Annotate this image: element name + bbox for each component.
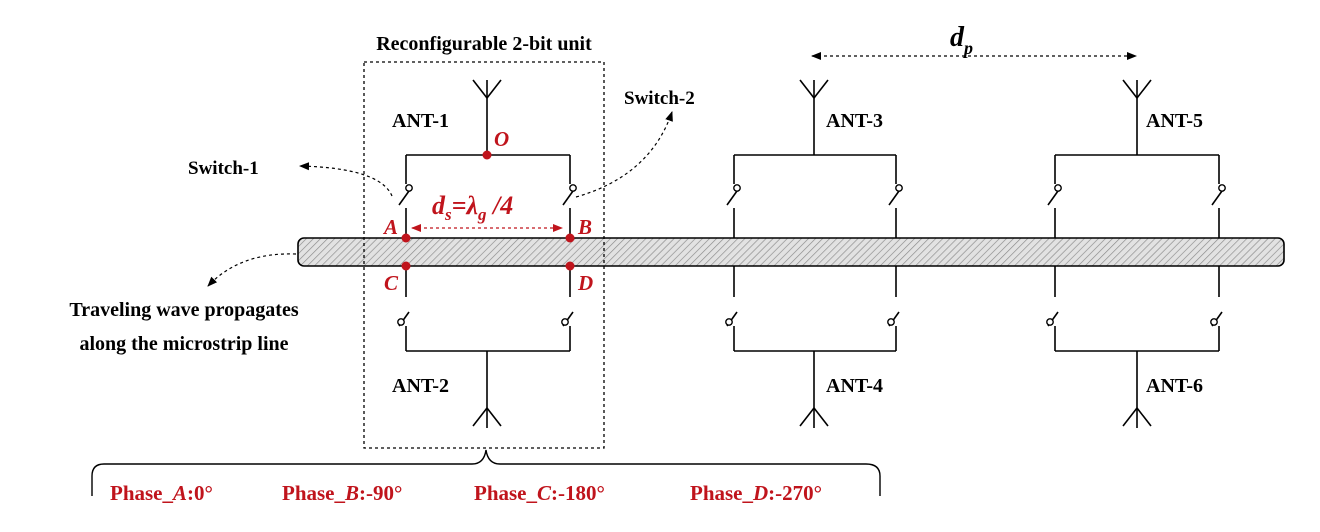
ant4-label: ANT-4 xyxy=(826,375,883,397)
cell3-sw-top-right-blade xyxy=(1211,190,1223,206)
cell1-sw-top-left-blade xyxy=(398,190,410,206)
cell2-top-ant-left xyxy=(799,79,815,99)
point-a-dot xyxy=(401,233,411,243)
ant6-label: ANT-6 xyxy=(1146,375,1203,397)
ant1-label: ANT-1 xyxy=(392,110,449,132)
ds-sub: s xyxy=(444,205,452,224)
point-o-label: O xyxy=(494,127,509,151)
traveling-wave-pointer xyxy=(207,253,297,287)
cell2-sw-top-left-blade xyxy=(726,190,738,206)
cell1-sw-top-right-blade xyxy=(562,190,574,206)
ant2-label: ANT-2 xyxy=(392,375,449,397)
point-c-dot xyxy=(401,261,411,271)
switch2-pointer xyxy=(575,111,673,198)
dp-sub: p xyxy=(962,38,973,58)
cell2-sw-bot-right-contact xyxy=(887,318,895,326)
cell2-sw-top-right-contact xyxy=(895,184,903,192)
ant5-label: ANT-5 xyxy=(1146,110,1203,132)
cell3-top-ant-right xyxy=(1136,79,1152,99)
point-d-label: D xyxy=(577,271,593,295)
traveling-wave-line1: Traveling wave propagates xyxy=(69,299,298,321)
traveling-wave-line2: along the microstrip line xyxy=(79,333,288,355)
cell3-sw-top-left-blade xyxy=(1047,190,1059,206)
point-b-label: B xyxy=(577,215,592,239)
cell3-sw-bot-left-contact xyxy=(1046,318,1054,326)
point-d-dot xyxy=(565,261,575,271)
switch1-label: Switch-1 xyxy=(188,158,259,179)
cell2-sw-top-right-blade xyxy=(888,190,900,206)
microstrip-line xyxy=(297,237,1285,267)
ant3-label: ANT-3 xyxy=(826,110,883,132)
switch2-label: Switch-2 xyxy=(624,88,695,109)
point-c-label: C xyxy=(384,271,399,295)
cell1-sw-bot-left-contact xyxy=(397,318,405,326)
cell3-bot-ant-left xyxy=(1122,407,1138,427)
ds-tail: /4 xyxy=(486,191,513,220)
cell1-bot-ant-left xyxy=(472,407,488,427)
cell2-bot-ant-right xyxy=(813,407,829,427)
cell1-top-ant-right xyxy=(486,79,502,99)
ds-eq: =λ xyxy=(452,191,478,220)
phase-brace xyxy=(91,449,881,496)
dp-main: d xyxy=(950,22,965,53)
cell2-sw-bot-left-contact xyxy=(725,318,733,326)
phase-c: Phase_C:-180° xyxy=(474,481,605,505)
cell3-top-ant-left xyxy=(1122,79,1138,99)
cell3-bot-ant-right xyxy=(1136,407,1152,427)
switch1-pointer xyxy=(299,162,393,197)
cell3-sw-bot-right-contact xyxy=(1210,318,1218,326)
cell2-sw-top-left-contact xyxy=(733,184,741,192)
cell1-sw-top-left-contact xyxy=(405,184,413,192)
cell2-bot-ant-left xyxy=(799,407,815,427)
unit-title: Reconfigurable 2-bit unit xyxy=(376,33,592,55)
point-a-label: A xyxy=(382,215,398,239)
cell1-top-ant-left xyxy=(472,79,488,99)
unit-cells xyxy=(397,79,1226,428)
point-b-dot xyxy=(565,233,575,243)
cell2-top-ant-right xyxy=(813,79,829,99)
point-o-dot xyxy=(482,150,492,160)
dp-label: dp xyxy=(950,22,973,58)
phase-d: Phase_D:-270° xyxy=(690,481,822,505)
cell1-sw-bot-right-contact xyxy=(561,318,569,326)
cell1-sw-top-right-contact xyxy=(569,184,577,192)
phase-a: Phase_A:0° xyxy=(110,481,213,505)
ds-main: d xyxy=(432,191,446,220)
cell3-sw-top-right-contact xyxy=(1218,184,1226,192)
phase-b: Phase_B:-90° xyxy=(282,481,402,505)
ds-eq-sub: g xyxy=(477,205,487,224)
cell3-sw-top-left-contact xyxy=(1054,184,1062,192)
ds-label: ds=λg /4 xyxy=(432,191,513,224)
unit-cell-box xyxy=(363,61,605,449)
cell1-bot-ant-right xyxy=(486,407,502,427)
